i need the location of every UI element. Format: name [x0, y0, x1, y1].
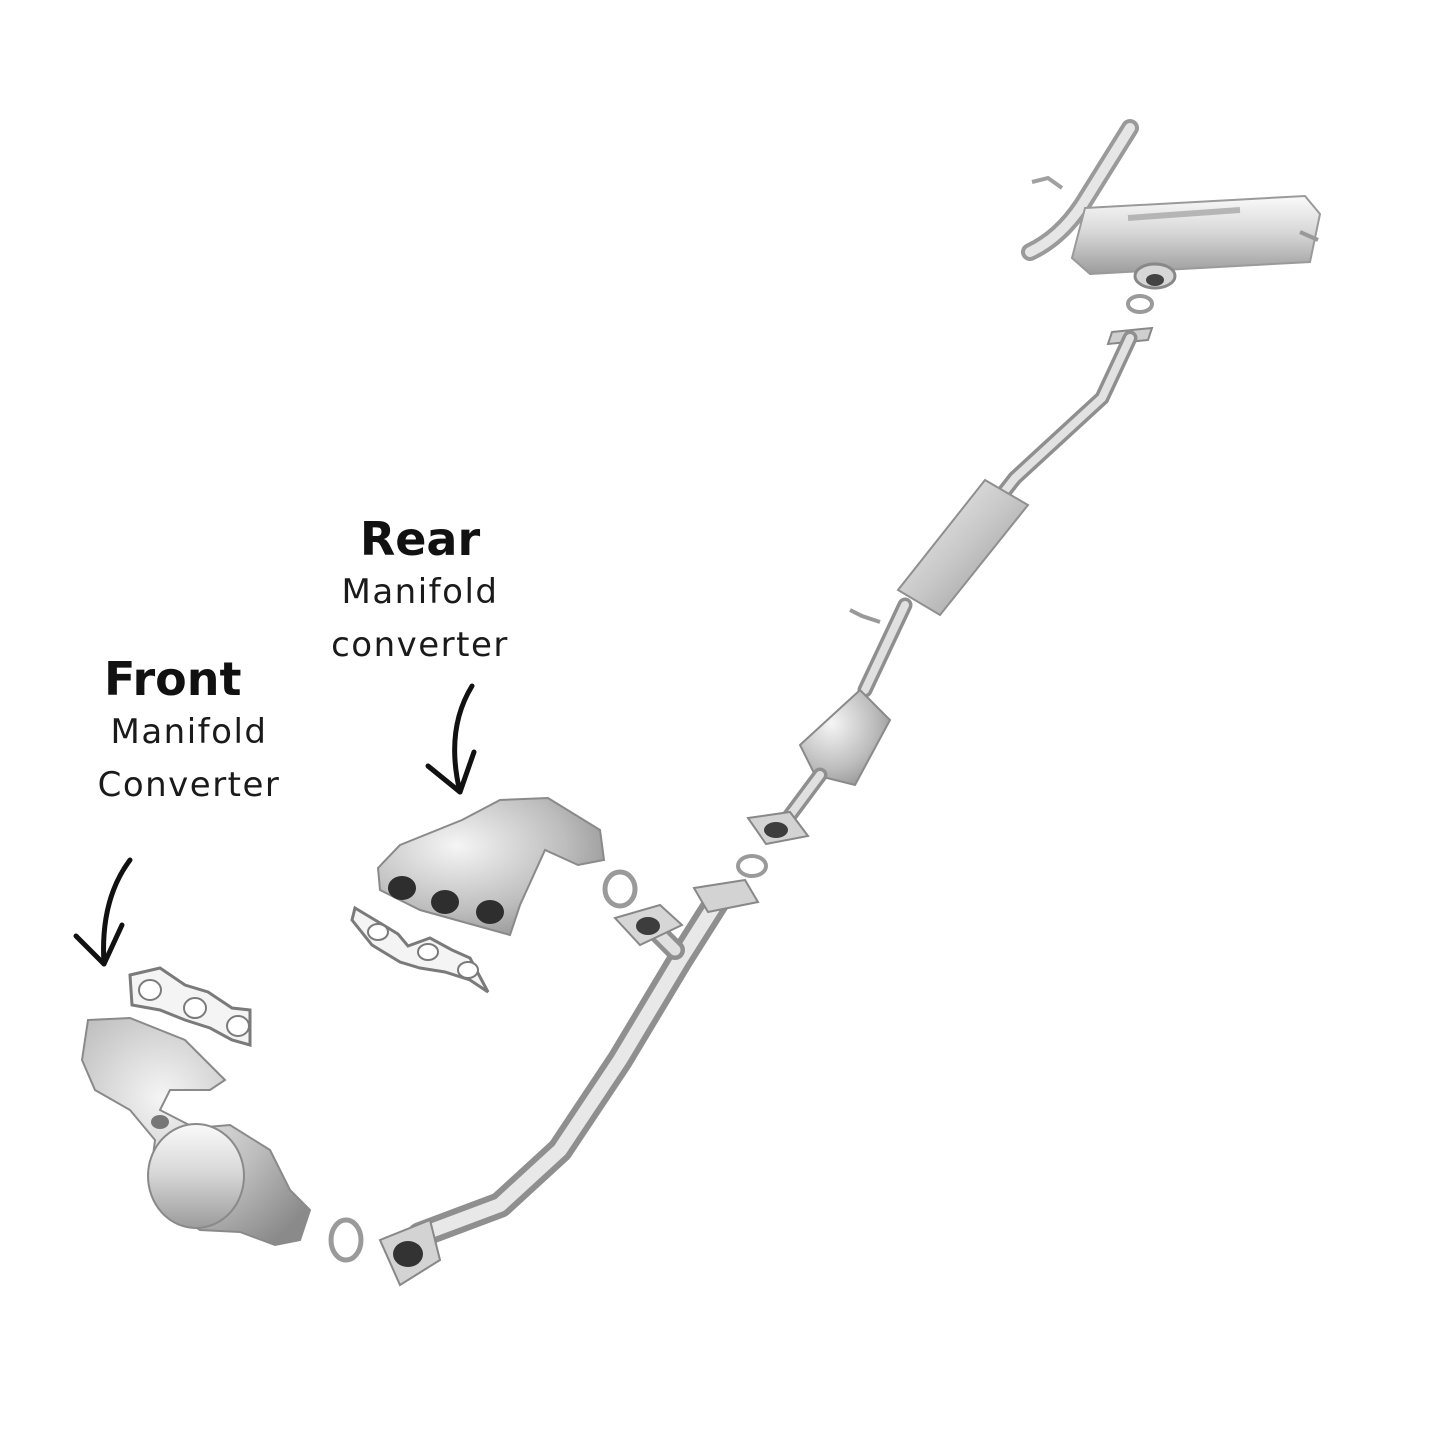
front-manifold-converter — [80, 1016, 312, 1247]
center-catalytic-converter — [746, 688, 892, 846]
center-gasket — [736, 854, 768, 878]
muffler-gasket — [1126, 294, 1154, 314]
rear-callout-title: Rear — [359, 512, 481, 566]
rear-manifold-gasket — [350, 905, 490, 994]
rear-callout-line2: converter — [331, 625, 509, 665]
rear-arrow-down-icon — [425, 683, 477, 795]
rear-manifold-converter — [376, 796, 606, 937]
front-outlet-gasket — [328, 1217, 364, 1263]
resonator — [849, 478, 1030, 698]
rear-callout-line1: Manifold — [341, 572, 499, 612]
front-y-pipe — [378, 878, 760, 1287]
rear-callout: Rear Manifold converter — [300, 512, 540, 672]
front-callout-title: Front — [104, 652, 242, 706]
rear-outlet-gasket — [602, 869, 638, 909]
front-callout-line2: Converter — [97, 765, 281, 805]
front-manifold-gasket — [128, 966, 252, 1047]
front-callout-line1: Manifold — [110, 712, 268, 752]
front-callout: Front Manifold Converter — [68, 652, 298, 812]
rear-muffler — [1021, 119, 1322, 290]
front-arrow-down-icon — [73, 857, 133, 967]
intermediate-pipe — [982, 326, 1154, 518]
